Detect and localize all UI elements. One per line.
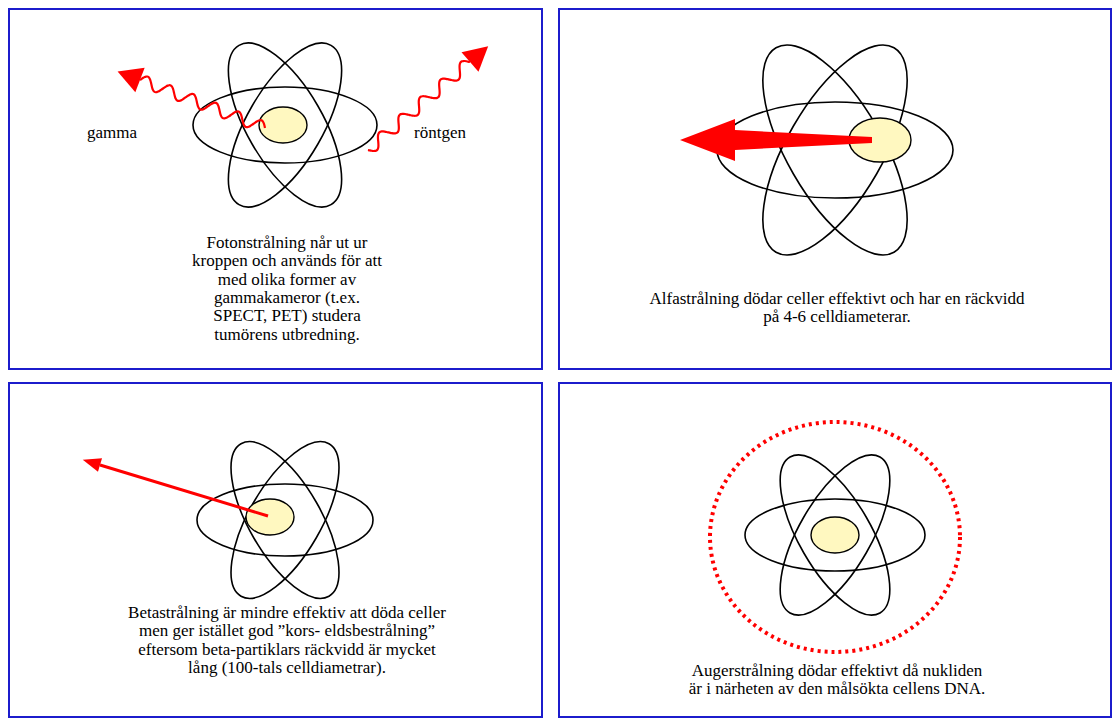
- arrow-head: [83, 458, 102, 471]
- atom-symbol: [745, 439, 925, 631]
- electron-orbit: [197, 484, 373, 556]
- arrow-head: [118, 68, 145, 92]
- electron-orbit: [206, 26, 364, 223]
- xray-wave: [368, 61, 470, 151]
- radiation-label: röntgen: [414, 124, 466, 142]
- electron-orbit: [734, 24, 935, 276]
- panel-caption: Alfastrålning dödar celler effektivt och…: [642, 290, 1032, 327]
- atom-nucleus: [246, 499, 294, 535]
- arrow-head: [462, 46, 489, 72]
- panel-box: gamma röntgenFotonstrålning når ut ur kro…: [8, 8, 543, 370]
- beta-track: [100, 465, 268, 516]
- atom-symbol: [717, 24, 953, 276]
- panel-box: Alfastrålning dödar celler effektivt och…: [558, 8, 1112, 370]
- electron-orbit: [745, 499, 925, 571]
- electron-orbit: [759, 439, 911, 631]
- electron-orbit: [717, 102, 953, 198]
- panel-caption: Betastrålning är mindre effektiv att död…: [127, 604, 447, 677]
- gamma-wave: [140, 76, 265, 128]
- auger-range-circle: [710, 422, 960, 652]
- panel-box: Betastrålning är mindre effektiv att död…: [8, 382, 543, 718]
- atom-nucleus: [811, 517, 859, 553]
- electron-orbit: [210, 426, 360, 614]
- panel-box: Augerstrålning dödar effektivt då nuklid…: [558, 382, 1112, 718]
- atom-symbol: [193, 26, 377, 223]
- electron-orbit: [759, 439, 911, 631]
- electron-orbit: [206, 26, 364, 223]
- panel-caption: Fotonstrålning når ut ur kroppen och anv…: [187, 234, 387, 344]
- radiation-label: gamma: [87, 124, 137, 142]
- alpha-arrow: [680, 119, 872, 161]
- electron-orbit: [210, 426, 360, 614]
- electron-orbit: [193, 87, 377, 163]
- atom-nucleus: [259, 107, 307, 143]
- atom-symbol: [197, 426, 373, 614]
- panel-caption: Augerstrålning dödar effektivt då nuklid…: [687, 662, 987, 699]
- electron-orbit: [734, 24, 935, 276]
